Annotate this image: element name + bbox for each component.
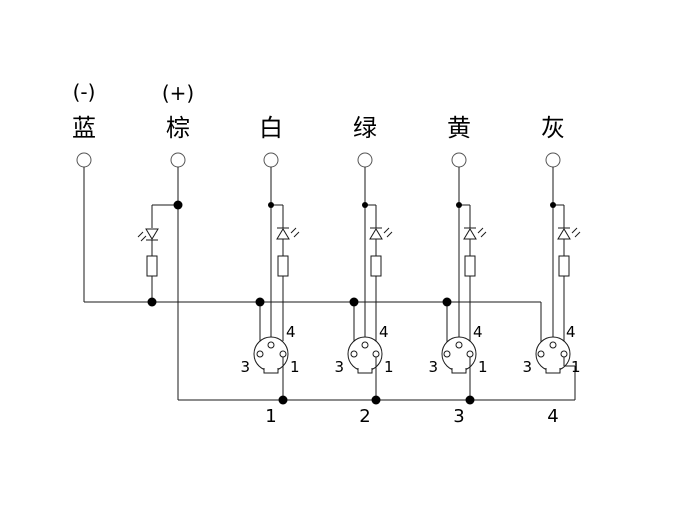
connector-pin xyxy=(537,350,545,358)
connector-pin xyxy=(466,350,474,358)
terminal-brown xyxy=(170,152,186,168)
resistor xyxy=(370,255,382,277)
channel-2: 4 3 1 2 xyxy=(334,167,394,427)
pin-label-1: 1 xyxy=(478,358,488,376)
terminal-yellow xyxy=(451,152,467,168)
power-led-icon xyxy=(137,228,159,242)
junction-dot xyxy=(371,395,381,405)
terminal-green xyxy=(357,152,373,168)
terminal-white xyxy=(263,152,279,168)
pin-label-1: 1 xyxy=(290,358,300,376)
pin-label-3: 3 xyxy=(522,358,532,376)
negative-bus xyxy=(83,167,541,303)
pin-label-4: 4 xyxy=(286,323,296,341)
junction-dot xyxy=(442,297,452,307)
junction-dot xyxy=(268,202,274,208)
connector-pin xyxy=(256,350,264,358)
connector-pin xyxy=(560,350,568,358)
negative-sign: (-) xyxy=(73,80,96,104)
pin-label-3: 3 xyxy=(240,358,250,376)
junction-dot xyxy=(349,297,359,307)
resistor xyxy=(558,255,570,277)
led-icon xyxy=(369,227,393,240)
pin-label-4: 4 xyxy=(379,323,389,341)
connector-pin xyxy=(443,350,451,358)
pin-label-1: 1 xyxy=(384,358,394,376)
port-number: 4 xyxy=(547,406,558,427)
pin-label-4: 4 xyxy=(566,323,576,341)
junction-dot xyxy=(465,395,475,405)
wire-label-white: 白 xyxy=(259,114,283,142)
connector-pin xyxy=(361,341,369,349)
connector-pin xyxy=(455,341,463,349)
connector-pin xyxy=(372,350,380,358)
terminal-blue xyxy=(76,152,92,168)
junction-dot xyxy=(278,395,288,405)
pin-label-4: 4 xyxy=(473,323,483,341)
channel-3: 4 3 1 3 xyxy=(428,167,488,427)
port-number: 1 xyxy=(265,406,276,427)
connector-pin xyxy=(279,350,287,358)
power-resistor xyxy=(146,255,158,277)
led-icon xyxy=(276,227,300,240)
pin-label-3: 3 xyxy=(428,358,438,376)
pin-label-1: 1 xyxy=(571,358,581,376)
wire-label-green: 绿 xyxy=(353,114,377,142)
junction-dot xyxy=(255,297,265,307)
junction-dot xyxy=(173,200,183,210)
connector-pin xyxy=(267,341,275,349)
resistor xyxy=(464,255,476,277)
terminal-gray xyxy=(545,152,561,168)
junction-dot xyxy=(456,202,462,208)
channel-1: 4 3 1 1 xyxy=(240,167,300,427)
resistor xyxy=(277,255,289,277)
led-icon xyxy=(557,227,581,240)
wire-label-yellow: 黄 xyxy=(447,114,471,142)
junction-dot xyxy=(362,202,368,208)
port-number: 3 xyxy=(453,406,464,427)
wire-label-blue: 蓝 xyxy=(72,114,96,142)
connector-pin xyxy=(350,350,358,358)
junction-dot xyxy=(147,297,157,307)
port-number: 2 xyxy=(359,406,370,427)
wire-label-gray: 灰 xyxy=(541,114,565,142)
junction-dot xyxy=(550,202,556,208)
led-icon xyxy=(463,227,487,240)
pin-label-3: 3 xyxy=(334,358,344,376)
positive-sign: (+) xyxy=(162,81,194,105)
connector-pin xyxy=(549,341,557,349)
power-indicator-branch xyxy=(137,200,183,307)
wire-label-brown: 棕 xyxy=(166,114,190,142)
channel-4: 4 3 1 4 xyxy=(522,167,581,427)
